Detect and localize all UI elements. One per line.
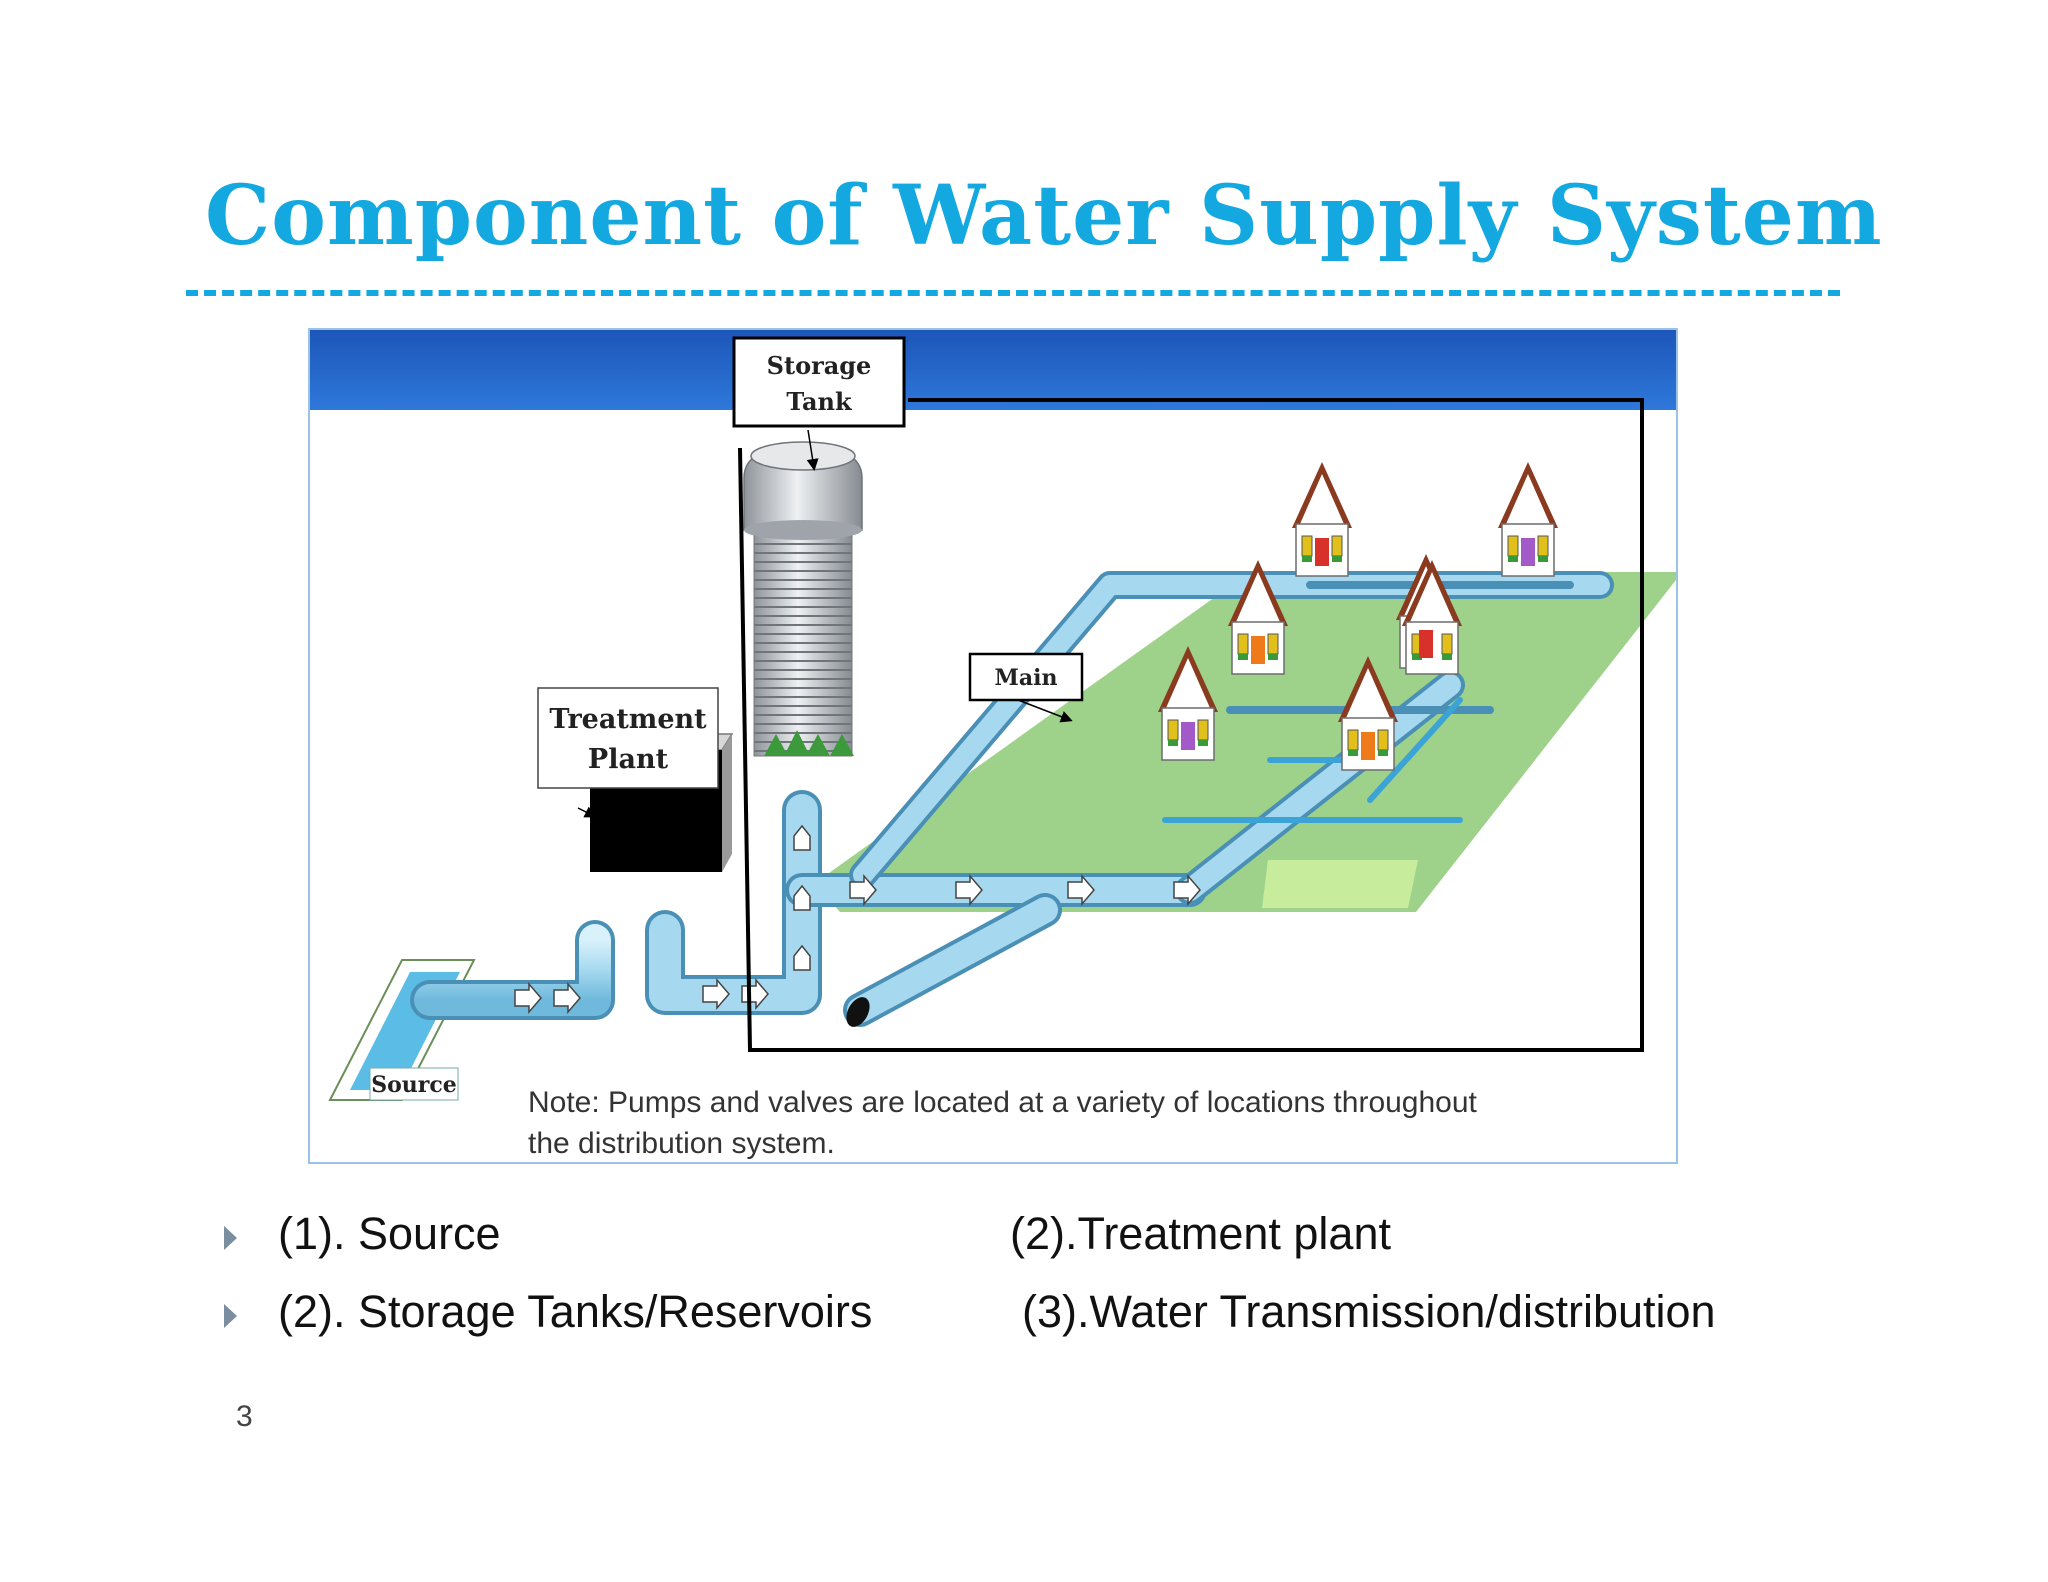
treatment-plant-label: Treatment Plant bbox=[537, 687, 719, 789]
list-item-left: (1). Source bbox=[278, 1208, 501, 1259]
slide-title: Component of Water Supply System bbox=[205, 168, 1883, 264]
treatment-plant-label-line2: Plant bbox=[588, 744, 669, 775]
title-divider bbox=[186, 290, 1840, 296]
list-item: (2). Storage Tanks/Reservoirs (3).Water … bbox=[220, 1278, 1820, 1356]
storage-tank-label-line1: Storage bbox=[767, 351, 872, 380]
main-label-text: Main bbox=[995, 665, 1058, 691]
flow-arrows bbox=[514, 824, 1201, 1015]
list-item-right: (2).Treatment plant bbox=[1010, 1208, 1391, 1259]
list-item-left: (2). Storage Tanks/Reservoirs bbox=[278, 1286, 873, 1337]
storage-tank bbox=[743, 441, 863, 757]
diagram-note: Note: Pumps and valves are located at a … bbox=[528, 1086, 1478, 1160]
treatment-plant-label-line1: Treatment bbox=[549, 704, 707, 735]
source-label-text: Source bbox=[371, 1072, 457, 1098]
list-item-right: (3).Water Transmission/distribution bbox=[1022, 1286, 1716, 1337]
main-label: Main bbox=[968, 652, 1084, 702]
header-band bbox=[310, 330, 1676, 410]
house-doors bbox=[1181, 538, 1535, 760]
storage-tank-label: Storage Tank bbox=[732, 336, 906, 428]
source-label: Source bbox=[369, 1067, 459, 1101]
storage-tank-label-line2: Tank bbox=[786, 387, 853, 416]
bullet-triangle-icon bbox=[224, 1304, 237, 1328]
water-supply-diagram: Storage Tank Treatment Plant Main Source… bbox=[308, 328, 1678, 1164]
component-list: (1). Source (2).Treatment plant (2). Sto… bbox=[220, 1200, 1820, 1356]
ground-plot bbox=[815, 572, 1676, 912]
page-number: 3 bbox=[236, 1400, 253, 1433]
list-item: (1). Source (2).Treatment plant bbox=[220, 1200, 1820, 1278]
bullet-triangle-icon bbox=[224, 1226, 237, 1250]
note-line-1: Note: Pumps and valves are located at a … bbox=[528, 1086, 1478, 1119]
distribution-boundary bbox=[738, 398, 1644, 1052]
outlet-pipe bbox=[843, 893, 1062, 1027]
note-line-2: the distribution system. bbox=[528, 1127, 835, 1160]
